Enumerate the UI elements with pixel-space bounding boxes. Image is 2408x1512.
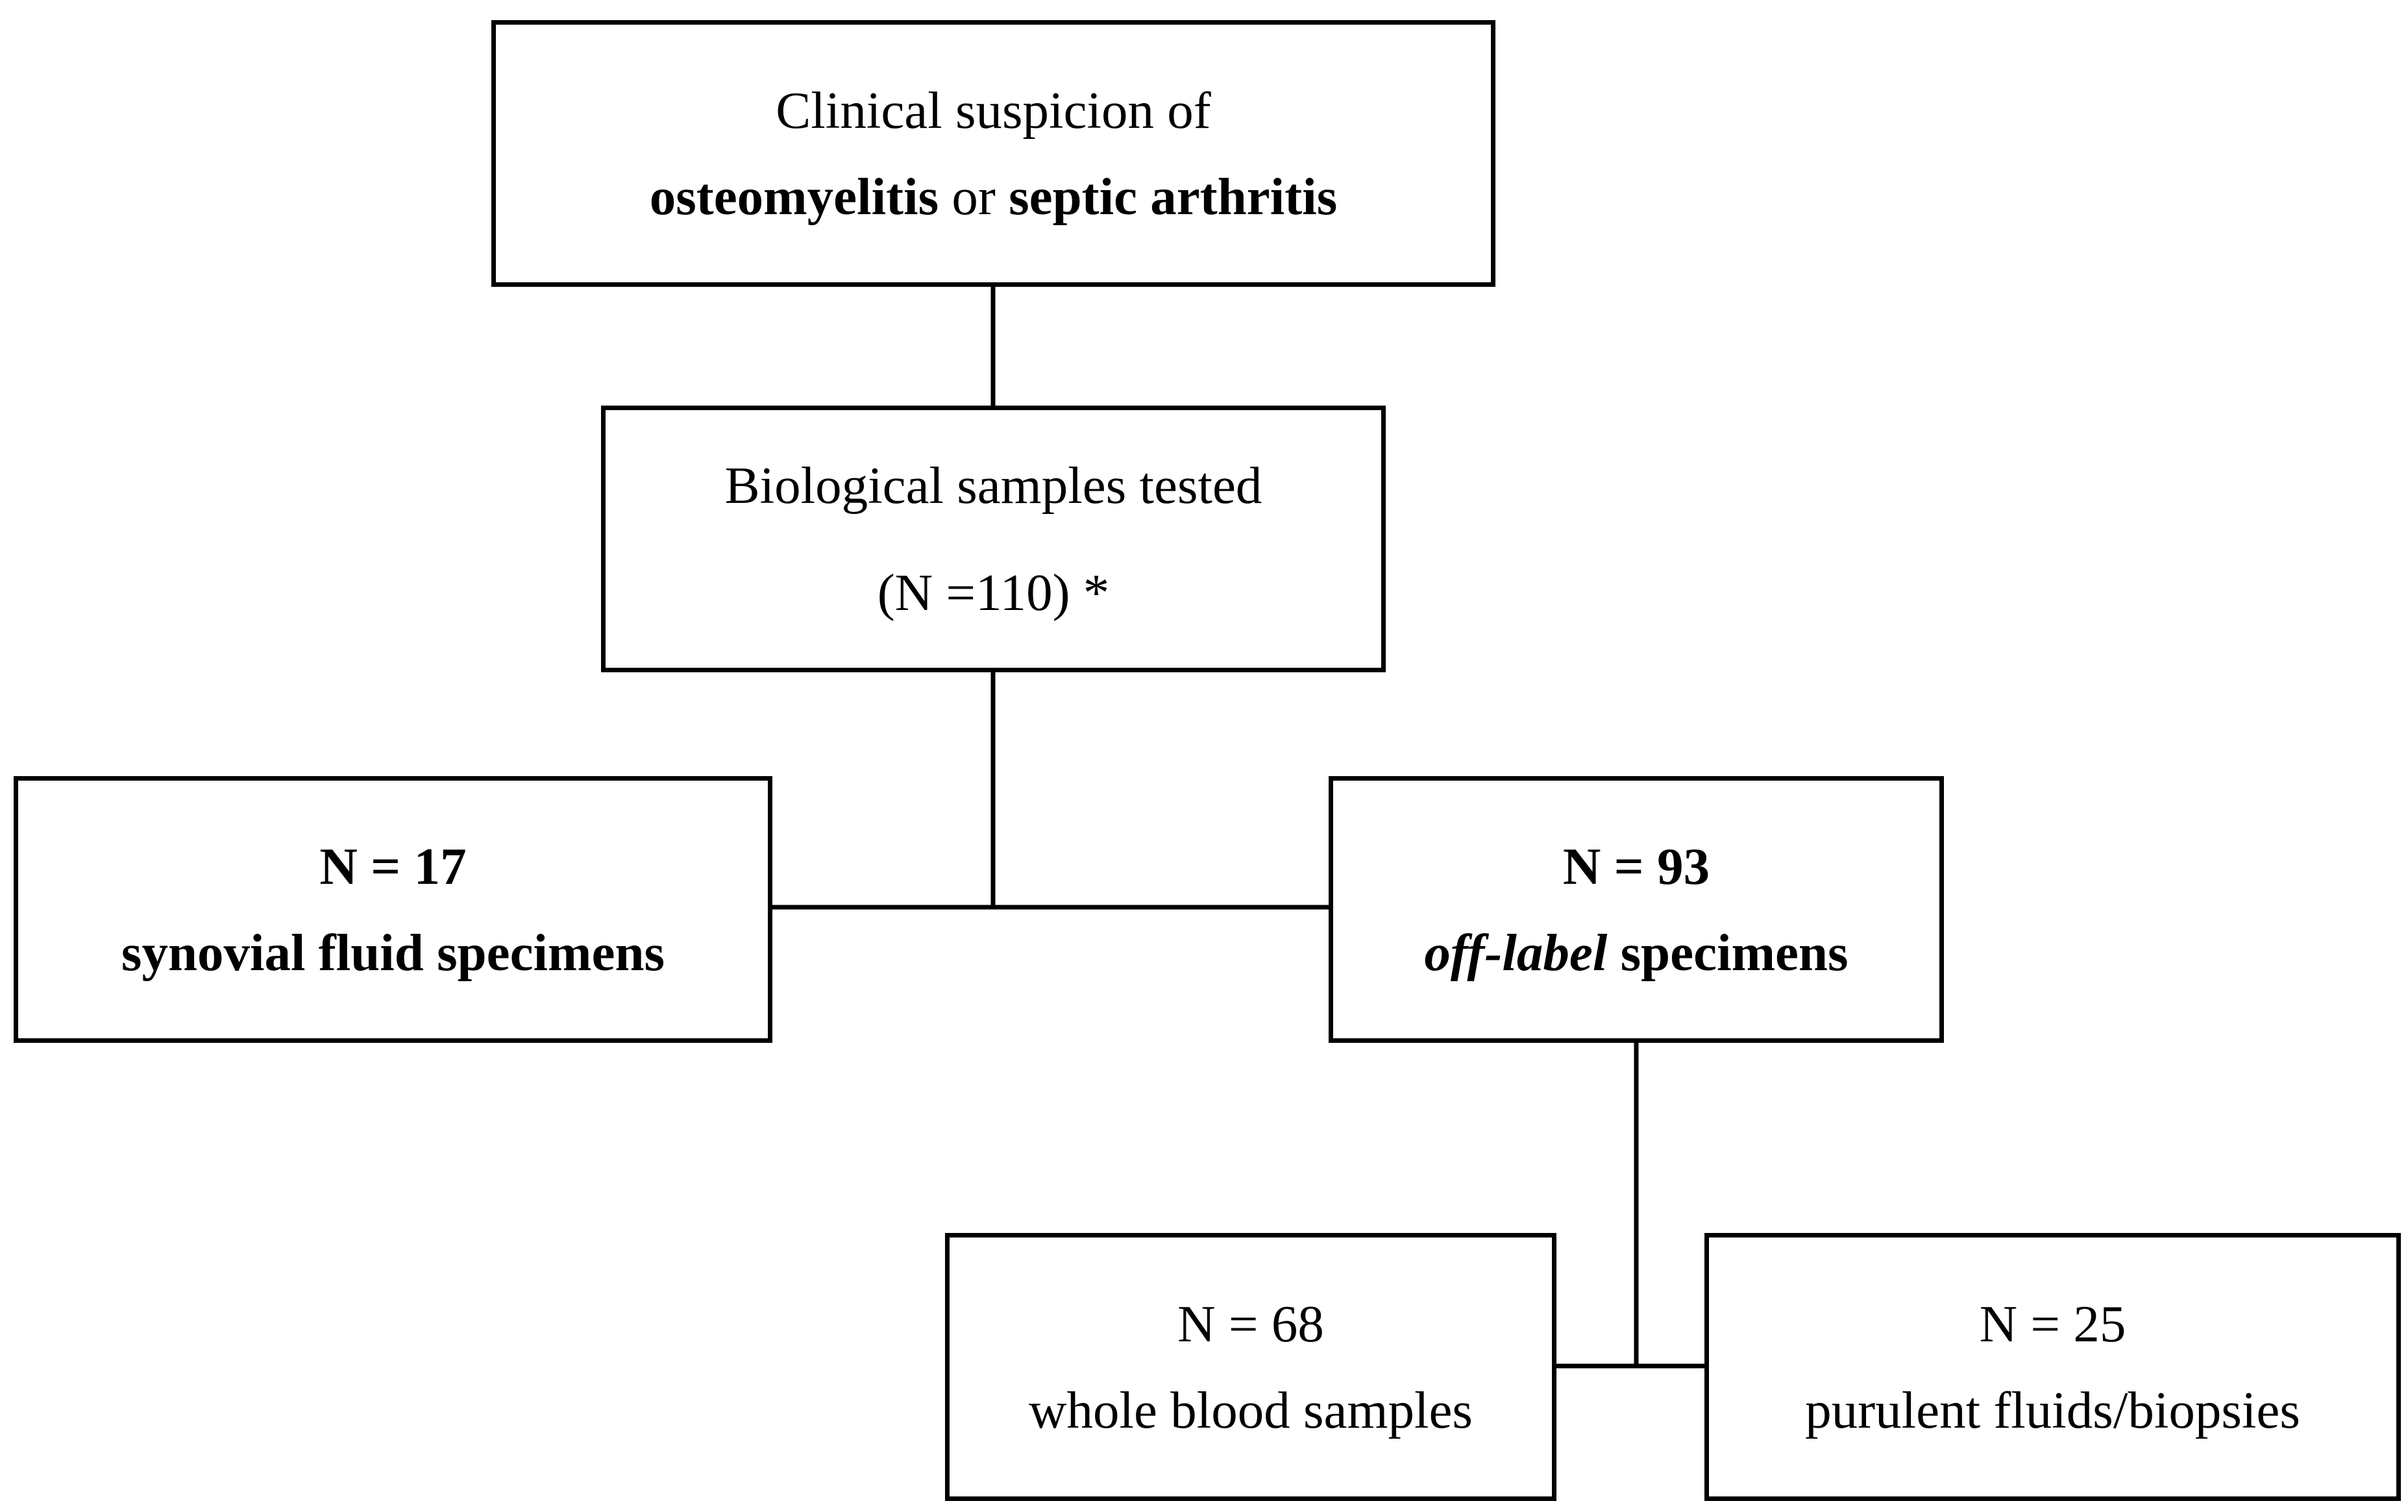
synovial-fluid-count: N = 17 [319,836,467,896]
whole-blood-box: N = 68 whole blood samples [945,1233,1556,1501]
clinical-suspicion-text: Clinical suspicion of [776,80,1211,140]
purulent-fluids-box: N = 25 purulent fluids/biopsies [1704,1233,2401,1501]
clinical-suspicion-box: Clinical suspicion of osteomyelitis or s… [491,20,1495,287]
purulent-fluids-count: N = 25 [1979,1294,2126,1353]
biological-samples-box: Biological samples tested (N =110) * [601,406,1386,672]
biological-samples-count: (N =110) * [877,563,1110,622]
biological-samples-title: Biological samples tested [724,456,1262,515]
off-label-italic: off-label [1424,923,1608,982]
off-label-label: off-label specimens [1424,926,1848,979]
synovial-fluid-box: N = 17 synovial fluid specimens [14,776,772,1043]
whole-blood-label: whole blood samples [1029,1380,1473,1439]
whole-blood-count: N = 68 [1177,1294,1324,1353]
purulent-fluids-label: purulent fluids/biopsies [1805,1380,2300,1439]
synovial-fluid-label: synovial fluid specimens [121,923,665,982]
off-label-count: N = 93 [1562,836,1710,896]
septic-arthritis-term: septic arthritis [1009,167,1338,226]
condition-line: osteomyelitis or septic arthritis [650,170,1338,223]
off-label-rest: specimens [1607,923,1849,982]
osteomyelitis-term: osteomyelitis [649,167,939,226]
or-word: or [939,167,1009,226]
off-label-box: N = 93 off-label specimens [1329,776,1944,1043]
